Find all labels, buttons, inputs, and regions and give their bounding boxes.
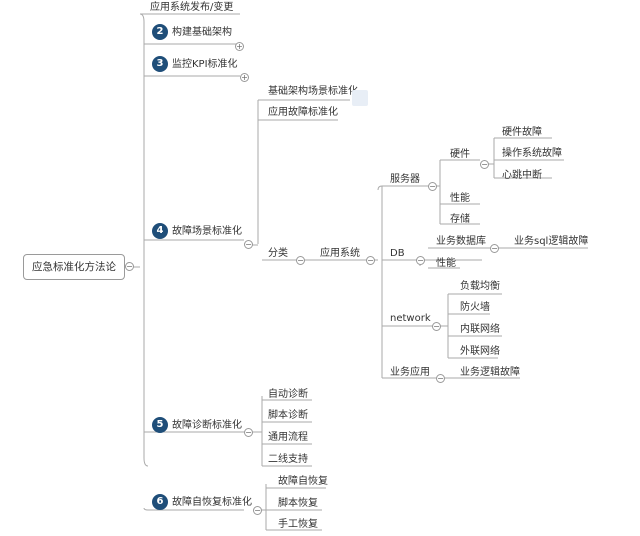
branch-release-change[interactable]: 应用系统发布/变更: [150, 2, 234, 13]
node-load-balance[interactable]: 负载均衡: [460, 281, 500, 292]
collapse-fault-diagnosis-button[interactable]: −: [244, 428, 253, 437]
collapse-biz-db-button[interactable]: −: [490, 244, 499, 253]
badge-2: 2: [152, 24, 168, 40]
root-node[interactable]: 应急标准化方法论: [23, 254, 125, 280]
collapse-root-button[interactable]: −: [125, 262, 134, 271]
branch-build-infra[interactable]: 构建基础架构: [172, 27, 232, 38]
node-manual-recovery[interactable]: 手工恢复: [278, 519, 318, 530]
node-os-fault[interactable]: 操作系统故障: [502, 148, 562, 159]
collapse-fault-recovery-button[interactable]: −: [253, 506, 262, 515]
node-db-perf[interactable]: 性能: [436, 258, 456, 269]
node-l2-support[interactable]: 二线支持: [268, 454, 308, 465]
branch-fault-recovery[interactable]: 故障自恢复标准化: [172, 497, 252, 508]
expand-build-infra-button[interactable]: +: [235, 42, 244, 51]
branch-monitor-kpi[interactable]: 监控KPI标准化: [172, 59, 238, 70]
collapse-fault-scene-button[interactable]: −: [244, 240, 253, 249]
node-storage[interactable]: 存储: [450, 214, 470, 225]
badge-6: 6: [152, 494, 168, 510]
node-common-process[interactable]: 通用流程: [268, 432, 308, 443]
badge-5: 5: [152, 417, 168, 433]
collapse-network-button[interactable]: −: [432, 322, 441, 331]
badge-4: 4: [152, 223, 168, 239]
node-firewall[interactable]: 防火墙: [460, 302, 490, 313]
collapse-hardware-button[interactable]: −: [480, 160, 489, 169]
collapse-app-system-button[interactable]: −: [366, 256, 375, 265]
node-biz-db[interactable]: 业务数据库: [436, 236, 486, 247]
node-server[interactable]: 服务器: [390, 174, 420, 185]
node-app-system[interactable]: 应用系统: [320, 248, 360, 259]
node-server-perf[interactable]: 性能: [450, 193, 470, 204]
branch-fault-diagnosis[interactable]: 故障诊断标准化: [172, 420, 242, 431]
node-classify[interactable]: 分类: [268, 248, 288, 259]
expand-monitor-kpi-button[interactable]: +: [240, 73, 249, 82]
collapse-server-button[interactable]: −: [428, 182, 437, 191]
node-biz-logic[interactable]: 业务逻辑故障: [460, 367, 520, 378]
node-internal-net[interactable]: 内联网络: [460, 324, 500, 335]
node-auto-diagnosis[interactable]: 自动诊断: [268, 389, 308, 400]
node-biz-app[interactable]: 业务应用: [390, 367, 430, 378]
node-heartbeat[interactable]: 心跳中断: [502, 170, 542, 181]
node-app-fault[interactable]: 应用故障标准化: [268, 107, 338, 118]
collapse-classify-button[interactable]: −: [296, 256, 305, 265]
node-external-net[interactable]: 外联网络: [460, 346, 500, 357]
node-infra-scene[interactable]: 基础架构场景标准化: [268, 86, 358, 97]
badge-3: 3: [152, 56, 168, 72]
node-self-recovery[interactable]: 故障自恢复: [278, 476, 328, 487]
collapse-db-button[interactable]: −: [416, 256, 425, 265]
node-biz-sql[interactable]: 业务sql逻辑故障: [514, 236, 589, 247]
node-script-diagnosis[interactable]: 脚本诊断: [268, 410, 308, 421]
node-hw-fault[interactable]: 硬件故障: [502, 127, 542, 138]
collapse-biz-app-button[interactable]: −: [436, 374, 445, 383]
selection-highlight: [352, 90, 368, 106]
node-hardware[interactable]: 硬件: [450, 149, 470, 160]
node-network[interactable]: network: [390, 313, 431, 324]
node-db[interactable]: DB: [390, 248, 405, 259]
node-script-recovery[interactable]: 脚本恢复: [278, 498, 318, 509]
branch-fault-scene[interactable]: 故障场景标准化: [172, 226, 242, 237]
